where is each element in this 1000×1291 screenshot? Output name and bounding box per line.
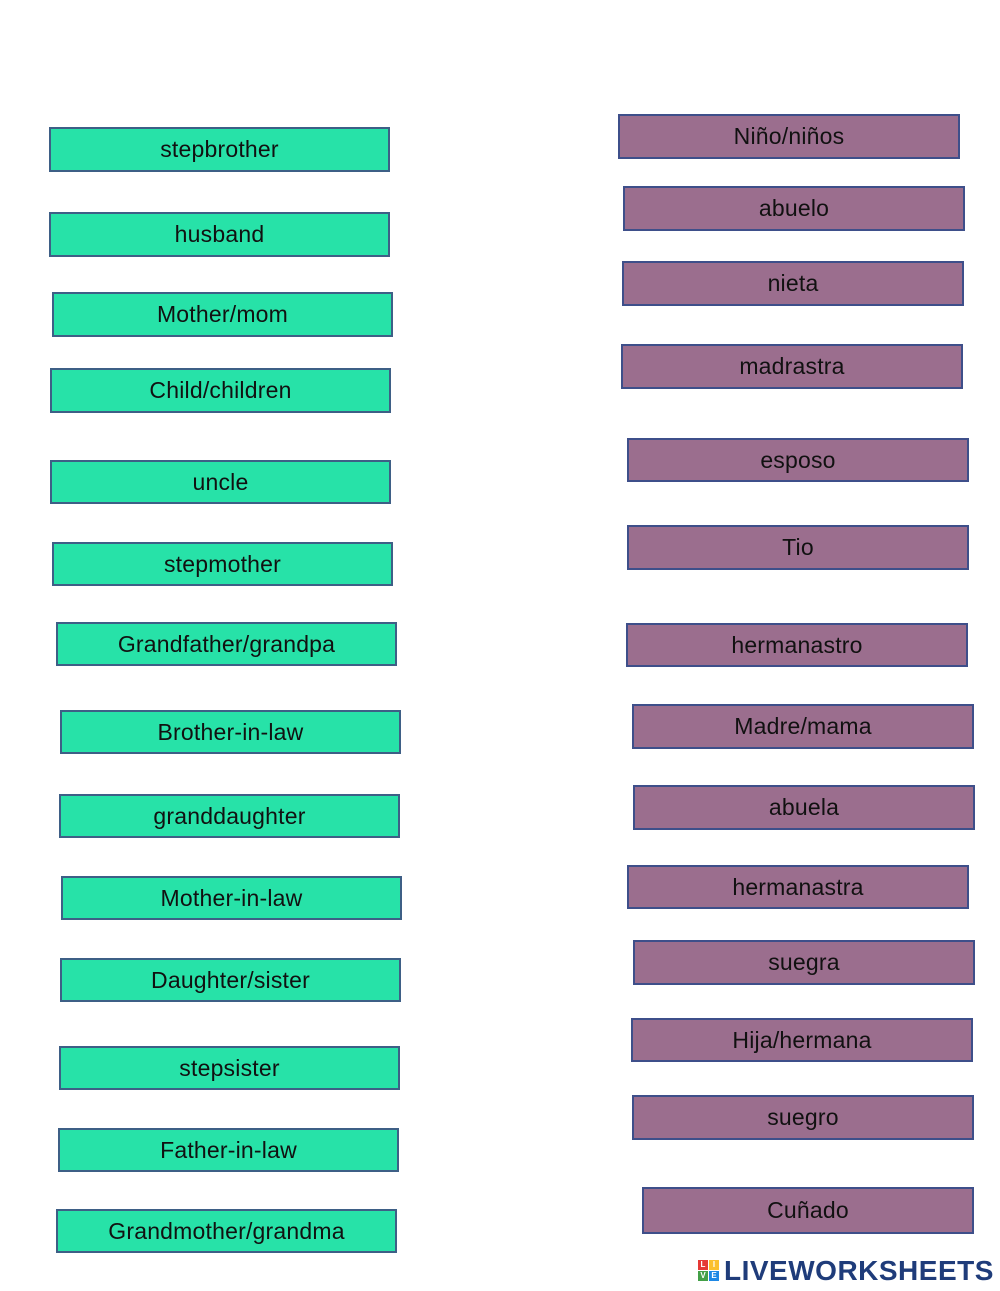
- spanish-term-box[interactable]: nieta: [622, 261, 964, 306]
- english-term-box[interactable]: Father-in-law: [58, 1128, 399, 1172]
- logo-letter-v: V: [698, 1271, 708, 1281]
- logo-letter-i: I: [709, 1260, 719, 1270]
- spanish-term-box[interactable]: Niño/niños: [618, 114, 960, 159]
- logo-letter-l: L: [698, 1260, 708, 1270]
- spanish-term-box[interactable]: madrastra: [621, 344, 963, 389]
- english-term-box[interactable]: husband: [49, 212, 390, 257]
- english-term-box[interactable]: Grandmother/grandma: [56, 1209, 397, 1253]
- spanish-term-box[interactable]: Tio: [627, 525, 969, 570]
- spanish-term-box[interactable]: Madre/mama: [632, 704, 974, 749]
- spanish-term-box[interactable]: Cuñado: [642, 1187, 974, 1234]
- english-term-box[interactable]: uncle: [50, 460, 391, 504]
- english-term-box[interactable]: granddaughter: [59, 794, 400, 838]
- logo-letter-e: E: [709, 1271, 719, 1281]
- english-term-box[interactable]: Mother-in-law: [61, 876, 402, 920]
- spanish-term-box[interactable]: abuelo: [623, 186, 965, 231]
- spanish-term-box[interactable]: suegra: [633, 940, 975, 985]
- spanish-term-box[interactable]: Hija/hermana: [631, 1018, 973, 1062]
- english-term-box[interactable]: Child/children: [50, 368, 391, 413]
- english-term-box[interactable]: Daughter/sister: [60, 958, 401, 1002]
- brand-name: LIVEWORKSHEETS: [724, 1255, 994, 1286]
- spanish-term-box[interactable]: hermanastro: [626, 623, 968, 667]
- spanish-term-box[interactable]: abuela: [633, 785, 975, 830]
- english-term-box[interactable]: Grandfather/grandpa: [56, 622, 397, 666]
- spanish-term-box[interactable]: esposo: [627, 438, 969, 482]
- spanish-term-box[interactable]: hermanastra: [627, 865, 969, 909]
- english-term-box[interactable]: stepmother: [52, 542, 393, 586]
- spanish-term-box[interactable]: suegro: [632, 1095, 974, 1140]
- english-term-box[interactable]: stepsister: [59, 1046, 400, 1090]
- liveworksheets-icon: L I V E: [698, 1260, 720, 1282]
- liveworksheets-logo: L I V E LIVEWORKSHEETS: [698, 1256, 994, 1286]
- english-term-box[interactable]: Mother/mom: [52, 292, 393, 337]
- english-term-box[interactable]: Brother-in-law: [60, 710, 401, 754]
- english-term-box[interactable]: stepbrother: [49, 127, 390, 172]
